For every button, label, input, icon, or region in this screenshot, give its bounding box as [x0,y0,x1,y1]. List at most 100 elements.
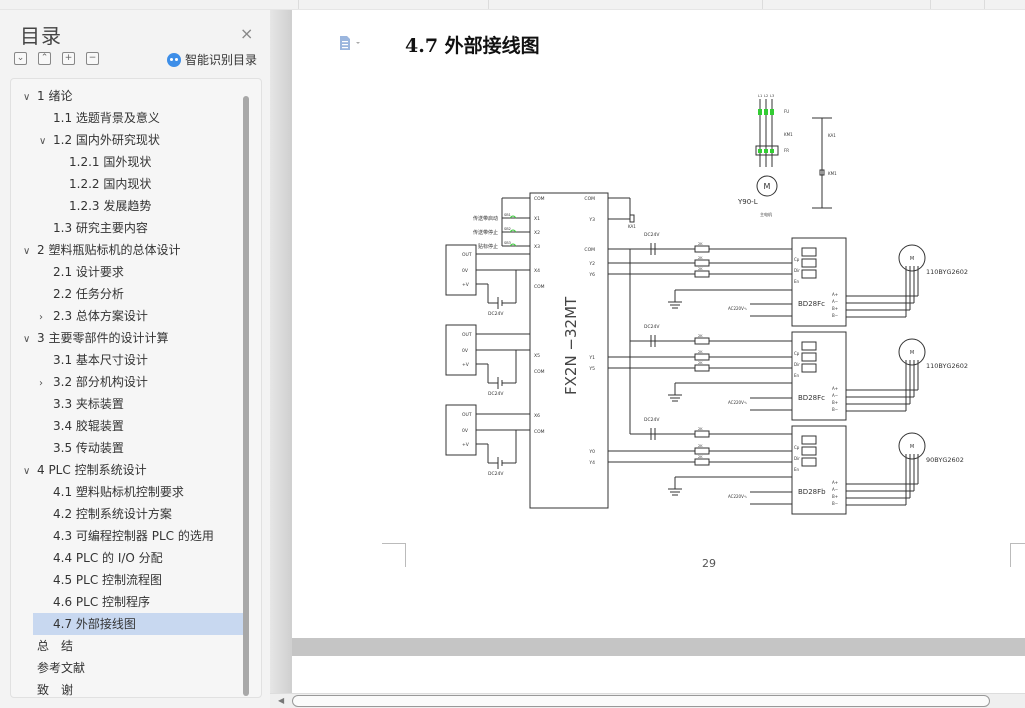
chevron-down-icon[interactable]: ∨ [23,466,31,477]
toc-item[interactable]: 4.3 可编程控制器 PLC 的选用 [11,525,251,547]
km1-label: KM1 [784,132,793,137]
toc-item[interactable]: ›2.3 总体方案设计 [11,305,251,327]
toc-item[interactable]: 3.5 传动装置 [11,437,251,459]
toc-item-label: 1.2.1 国外现状 [69,155,152,169]
scroll-left-icon[interactable]: ◀ [278,696,285,705]
toc-item-label: 3.5 传动装置 [53,441,124,455]
plc-pin-label: COM [534,429,545,435]
toc-item[interactable]: 4.1 塑料贴标机控制要求 [11,481,251,503]
toc-item-label: 参考文献 [37,661,86,675]
input-label: 贴标停止 [478,243,498,250]
driver-model: BD28Fc [798,300,825,308]
toc-item[interactable]: 3.1 基本尺寸设计 [11,349,251,371]
sidebar-title: 目录 [20,24,62,48]
toc-item[interactable]: 4.6 PLC 控制程序 [11,591,251,613]
driver-model: BD28Fc [798,394,825,402]
expand-all-button[interactable]: + [62,52,75,65]
resistor [694,259,710,267]
toc-item-label: 3.2 部分机构设计 [53,375,148,389]
chevron-right-icon[interactable]: › [39,378,43,389]
dc-label: DC24V [644,417,660,423]
collapse-all-button[interactable]: − [86,52,99,65]
toc-item[interactable]: 1.2.2 国内现状 [11,173,251,195]
chevron-down-icon[interactable]: ∨ [23,334,31,345]
toc-item[interactable]: ∨2 塑料瓶贴标机的总体设计 [11,239,251,261]
toc-item[interactable]: 1.2.1 国外现状 [11,151,251,173]
input-label: 传送带启动 [473,215,498,222]
optocoupler [801,457,817,467]
stepper-motor [898,432,926,460]
toc-item[interactable]: 1.1 选题背景及意义 [11,107,251,129]
resistor [694,337,710,345]
resistor-label: 2K [698,267,703,271]
switch-contact [509,243,517,247]
driver-pin-label: Dir [794,268,800,273]
chevron-down-icon[interactable]: ∨ [39,136,47,147]
toc-item[interactable]: 1.3 研究主要内容 [11,217,251,239]
switch-label: SB3 [504,241,511,245]
motor-model: 110BYG2602 [926,268,968,276]
toc-item[interactable]: 4.7 外部接线图 [33,613,243,635]
fr-label: FR [784,148,789,153]
sensor-pin-label: OUT [462,252,472,258]
collapse-up-button[interactable]: ⌃ [38,52,51,65]
scroll-thumb[interactable] [292,695,990,707]
power-label: L2 [764,94,768,98]
smart-toc-label: 智能识别目录 [185,53,258,67]
plc-pin-label: COM [534,284,545,290]
close-icon[interactable]: × [240,24,254,43]
driver-model: BD28Fb [798,488,826,496]
ka1-contact-label: KA1 [828,133,836,138]
resistor-label: 2K [698,455,703,459]
plc-pin-label: COM [534,369,545,375]
toc-item[interactable]: 总 结 [11,635,251,657]
plc-pin-label: COM [584,196,595,202]
smart-toc-button[interactable]: 智能识别目录 [167,51,257,68]
motor-pin-label: B+ [832,494,838,499]
stepper-motor [898,244,926,272]
optocoupler [801,341,817,351]
motor-symbol: M [764,182,771,191]
toc-item[interactable]: 4.2 控制系统设计方案 [11,503,251,525]
chevron-down-icon[interactable]: ∨ [23,246,31,257]
horizontal-scrollbar[interactable]: ◀ [270,693,1025,708]
toc-item[interactable]: 参考文献 [11,657,251,679]
thermal-relay [755,145,779,156]
document-icon[interactable] [338,35,362,51]
toc-item[interactable]: 致 谢 [11,679,251,697]
resistor [694,458,710,466]
motor-pin-label: B− [832,313,838,318]
optocoupler [801,352,817,362]
toc-item[interactable]: ∨1 绪论 [11,85,251,107]
resistor [694,270,710,278]
resistor-label: 2K [698,350,703,354]
toc-item[interactable]: ∨ 4 PLC 控制系统设计 [11,459,251,481]
toc-item[interactable]: 4.5 PLC 控制流程图 [11,569,251,591]
dc-label: DC24V [488,311,504,317]
toc-item-label: 总 结 [37,639,74,653]
plc-pin-label: COM [584,247,595,253]
sensor-pin-label: +V [462,362,470,368]
toc-scrollbar[interactable] [243,96,249,696]
toc-item[interactable]: 4.4 PLC 的 I/O 分配 [11,547,251,569]
document-page [292,10,1025,638]
toc-item[interactable]: ∨3 主要零部件的设计计算 [11,327,251,349]
toc-item-label: 4 PLC 控制系统设计 [37,463,147,477]
toc-item-label: 1.3 研究主要内容 [53,221,148,235]
toc-item[interactable]: ∨1.2 国内外研究现状 [11,129,251,151]
toc-item[interactable]: 3.4 胶辊装置 [11,415,251,437]
resistor [694,364,710,372]
resistor-label: 2K [698,444,703,448]
sensor-pin-label: +V [462,442,470,448]
plc-pin-label: X1 [534,216,540,222]
toc-item[interactable]: 2.2 任务分析 [11,283,251,305]
expand-down-button[interactable]: ⌄ [14,52,27,65]
chevron-right-icon[interactable]: › [39,312,43,323]
resistor [694,245,710,253]
toc-item[interactable]: 2.1 设计要求 [11,261,251,283]
toc-item[interactable]: 1.2.3 发展趋势 [11,195,251,217]
chevron-down-icon[interactable]: ∨ [23,92,31,103]
toc-item[interactable]: 3.3 夹标装置 [11,393,251,415]
toc-item[interactable]: › 3.2 部分机构设计 [11,371,251,393]
